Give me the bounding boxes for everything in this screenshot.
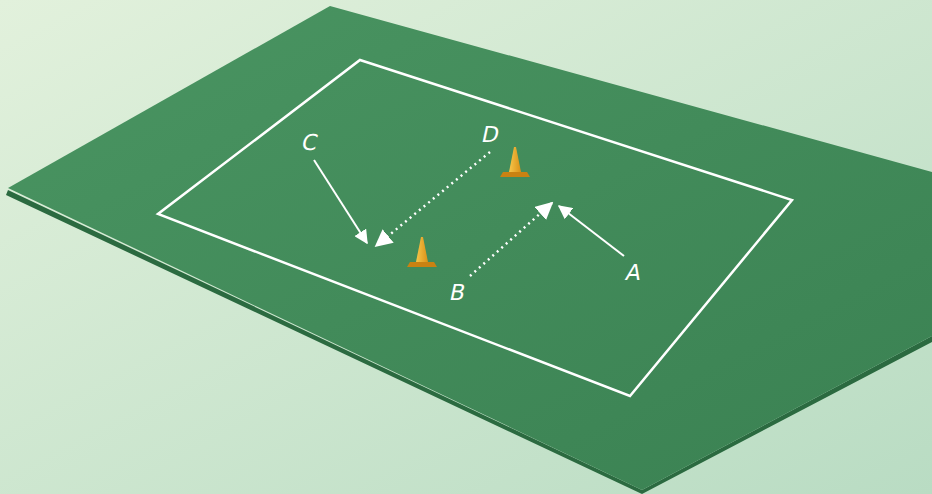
pass-line — [376, 152, 490, 246]
pass-line — [470, 203, 552, 276]
cone — [500, 147, 530, 177]
court-surface — [8, 6, 932, 490]
run-arrow — [559, 206, 624, 256]
boundary-line — [158, 60, 792, 396]
cone — [407, 237, 437, 267]
run-arrow — [314, 160, 367, 243]
